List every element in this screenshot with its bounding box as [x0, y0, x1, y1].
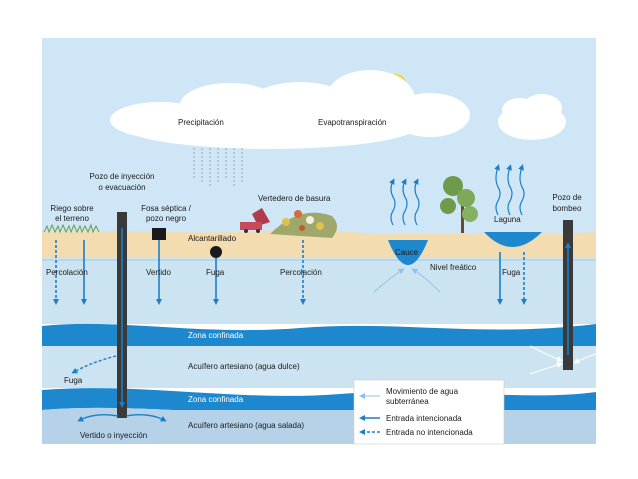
label-evapotranspiracion: Evapotranspiración [318, 118, 386, 127]
ground-surface [42, 229, 596, 260]
injection-spread-right [125, 413, 167, 422]
label-fosa-2: pozo negro [146, 214, 187, 223]
label-cauce: Cauce [395, 248, 419, 257]
septic-tank-icon [152, 228, 166, 240]
legend: Movimiento de agua subterránea Entrada i… [353, 379, 505, 445]
evaporation-arrows-laguna [494, 164, 525, 216]
rain-icon [193, 148, 243, 188]
truck-icon [240, 208, 270, 233]
label-vertido-inyeccion: Vertido o inyección [80, 431, 147, 440]
groundwater-zone [42, 258, 596, 324]
label-alcantarillado: Alcantarillado [188, 234, 237, 243]
tree-icon [440, 176, 478, 233]
label-acuifero-dulce: Acuífero artesiano (agua dulce) [188, 362, 300, 371]
label-percolacion-left: Percolación [46, 268, 88, 277]
grass-icon [43, 223, 100, 234]
cloud-main [110, 70, 470, 149]
legend-intencionada: Entrada intencionada [386, 414, 462, 423]
laguna-pond [484, 232, 542, 247]
injection-leak-arrow [71, 355, 117, 374]
legend-movimiento-2: subterránea [386, 397, 429, 406]
legend-movimiento-1: Movimiento de agua [386, 387, 459, 396]
label-fuga-left: Fuga [64, 376, 83, 385]
percolation-arrows [53, 240, 527, 305]
confined-zone-1-top-fix [42, 347, 596, 355]
label-laguna: Laguna [494, 215, 521, 224]
evaporation-arrows-cauce [388, 178, 420, 226]
label-fosa-1: Fosa séptica / [141, 204, 192, 213]
label-vertedero: Vertedero de basura [258, 194, 331, 203]
label-pozo-inyeccion-1: Pozo de inyección [90, 172, 155, 181]
legend-no-intencionada: Entrada no intencionada [386, 428, 473, 437]
injection-spread-left [77, 413, 119, 422]
label-acuifero-salada: Acuífero artesiano (agua salada) [188, 421, 304, 430]
cloud-small [498, 94, 566, 140]
label-vertido: Vertido [146, 268, 171, 277]
cauce-stream [388, 240, 428, 265]
landfill-icon [270, 210, 337, 238]
label-pozo-inyeccion-2: o evacuación [98, 183, 145, 192]
label-riego-2: el terreno [55, 214, 89, 223]
groundwater-flow-arrows [373, 268, 597, 375]
label-pozo-bombeo-2: bombeo [553, 204, 582, 213]
label-percolacion-mid: Percolación [280, 268, 322, 277]
label-fuga-mid: Fuga [206, 268, 225, 277]
label-fuga-right: Fuga [502, 268, 521, 277]
label-precipitacion: Precipitación [178, 118, 224, 127]
label-pozo-bombeo-1: Pozo de [552, 193, 582, 202]
label-zona-confinada-2: Zona confinada [188, 395, 244, 404]
sewer-icon [210, 246, 222, 258]
label-zona-confinada-1: Zona confinada [188, 331, 244, 340]
label-nivel-freatico: Nivel freático [430, 263, 477, 272]
label-riego-1: Riego sobre [50, 204, 94, 213]
